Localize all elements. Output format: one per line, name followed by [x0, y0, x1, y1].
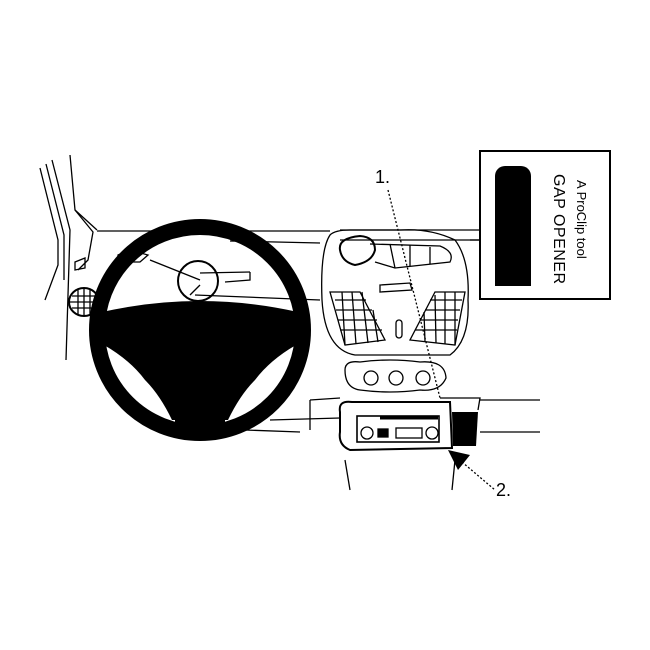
tool-subtitle: A ProClip tool — [574, 180, 589, 259]
gap-opener-box: GAP OPENER A ProClip tool — [479, 150, 611, 300]
instrument-cluster — [177, 260, 219, 302]
callout-label-2: 2. — [496, 480, 512, 500]
radio-unit — [338, 400, 456, 491]
a-pillar — [39, 154, 98, 361]
climate-control-knobs — [344, 359, 447, 393]
callout-label-1: 1. — [375, 167, 391, 187]
leader-lines — [387, 189, 496, 491]
center-console — [321, 229, 469, 356]
gap-opener-tool-icon — [495, 166, 531, 286]
mounting-bracket — [440, 397, 481, 470]
steering-wheel — [89, 219, 311, 441]
tool-title: GAP OPENER — [550, 174, 567, 285]
